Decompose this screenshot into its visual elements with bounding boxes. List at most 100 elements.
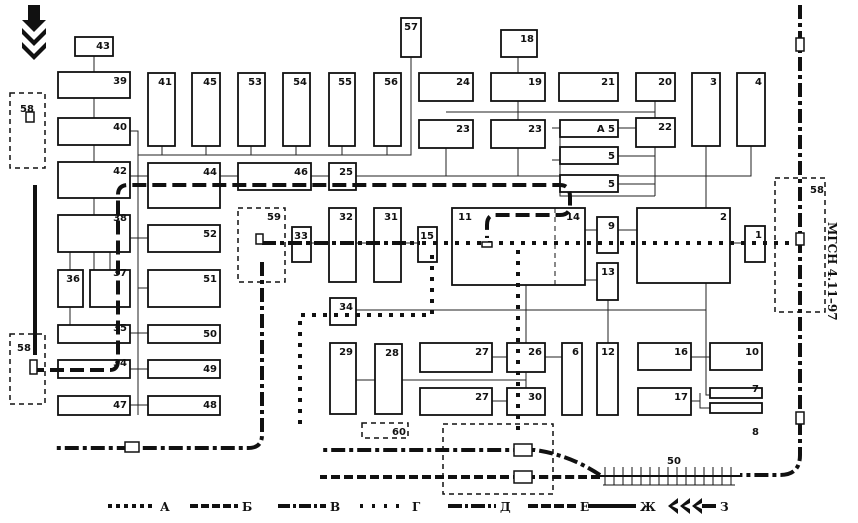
room-label: 23 — [528, 124, 542, 135]
standard-label: МГСН 4.11–97 — [825, 222, 839, 321]
room-label: 26 — [528, 347, 542, 358]
room-label: 7 — [752, 384, 759, 395]
room-12 — [237, 72, 266, 147]
room-label: 38 — [113, 213, 127, 224]
route-dot-dash-left — [55, 262, 264, 450]
room-label: 16 — [674, 347, 688, 358]
room-label: 41 — [158, 77, 172, 88]
room-41 — [559, 119, 619, 138]
room-label: 2 — [720, 212, 727, 223]
room-label: 33 — [294, 231, 308, 242]
room-44 — [635, 117, 676, 148]
room-label: 29 — [339, 347, 353, 358]
legend-label: В — [330, 500, 340, 514]
rail-label: 50 — [667, 456, 681, 467]
legend-label: Д — [500, 500, 511, 514]
room-54 — [506, 387, 546, 416]
room-label: 21 — [601, 77, 615, 88]
zone-label-59: 59 — [267, 212, 281, 223]
zone-label-58: 58 — [17, 343, 31, 354]
room-label: 51 — [203, 274, 217, 285]
room-label: 28 — [385, 348, 399, 359]
room-label: 30 — [528, 392, 542, 403]
route-dot-dash-right — [320, 5, 802, 477]
room-label: 27 — [475, 347, 489, 358]
room-49 — [636, 207, 731, 284]
room-55 — [561, 342, 583, 416]
room-33 — [418, 72, 474, 102]
room-label: 49 — [203, 364, 217, 375]
room-label: 40 — [113, 122, 127, 133]
room-20 — [147, 224, 221, 253]
room-label: 17 — [674, 392, 688, 403]
room-label: 55 — [338, 77, 352, 88]
room-9 — [57, 395, 131, 416]
rail-track: 50 — [600, 456, 740, 486]
room-label: 15 — [420, 231, 434, 242]
room-label: 34 — [339, 302, 353, 313]
room-59 — [709, 387, 763, 399]
zone-label-58: 58 — [810, 185, 824, 196]
truck-icons — [25, 37, 805, 484]
room-label: 36 — [66, 274, 80, 285]
room-label: 19 — [528, 77, 542, 88]
room-51 — [506, 342, 546, 373]
legend-label: З — [720, 500, 729, 514]
room-label: 42 — [113, 166, 127, 177]
room-label: 5 — [608, 151, 615, 162]
room-label: 22 — [658, 122, 672, 133]
room-42 — [559, 146, 619, 165]
room-30 — [329, 342, 357, 415]
room-label: 57 — [404, 22, 418, 33]
room-53 — [419, 387, 493, 416]
room-label: 52 — [203, 229, 217, 240]
room-14 — [328, 72, 356, 147]
room-23 — [147, 359, 221, 379]
room-label: 39 — [113, 76, 127, 87]
room-label: 46 — [294, 167, 308, 178]
room-1 — [57, 71, 131, 99]
room-label: 25 — [339, 167, 353, 178]
legend-label: Г — [412, 500, 421, 514]
room-37 — [691, 72, 721, 147]
room-52 — [419, 342, 493, 373]
chevron-left-icon — [668, 498, 716, 514]
room-label: 20 — [658, 77, 672, 88]
room-24 — [147, 395, 221, 416]
room-32 — [500, 29, 538, 58]
room-label: 47 — [113, 400, 127, 411]
room-11 — [191, 72, 221, 147]
room-label: 1 — [755, 230, 762, 241]
room-label: 44 — [203, 167, 217, 178]
room-label: 24 — [456, 77, 470, 88]
room-56 — [596, 342, 619, 416]
room-58 — [709, 342, 763, 371]
room-label: 3 — [710, 77, 717, 88]
room-label: 10 — [745, 347, 759, 358]
room-29 — [329, 297, 357, 326]
room-label: 13 — [601, 267, 615, 278]
room-label: 14 — [566, 212, 580, 223]
room-2 — [57, 117, 131, 146]
room-38 — [736, 72, 766, 147]
zone-label-58: 58 — [20, 104, 34, 115]
room-label: 12 — [601, 347, 615, 358]
room-label: 35 — [113, 323, 127, 334]
room-13 — [282, 72, 311, 147]
room-label: 8 — [752, 427, 759, 438]
legend-label: Ж — [640, 500, 656, 514]
room-48 — [596, 262, 619, 301]
room-label: 48 — [203, 400, 217, 411]
legend-label: Б — [242, 500, 252, 514]
room-label: 43 — [96, 41, 110, 52]
room-label: 11 — [458, 212, 472, 223]
zone-58-left-top — [9, 92, 46, 169]
room-22 — [147, 324, 221, 344]
route-thick-dashed — [30, 183, 572, 372]
room-label: 6 — [572, 347, 579, 358]
room-36 — [635, 72, 676, 102]
room-label: 9 — [608, 221, 615, 232]
room-15 — [373, 72, 402, 147]
